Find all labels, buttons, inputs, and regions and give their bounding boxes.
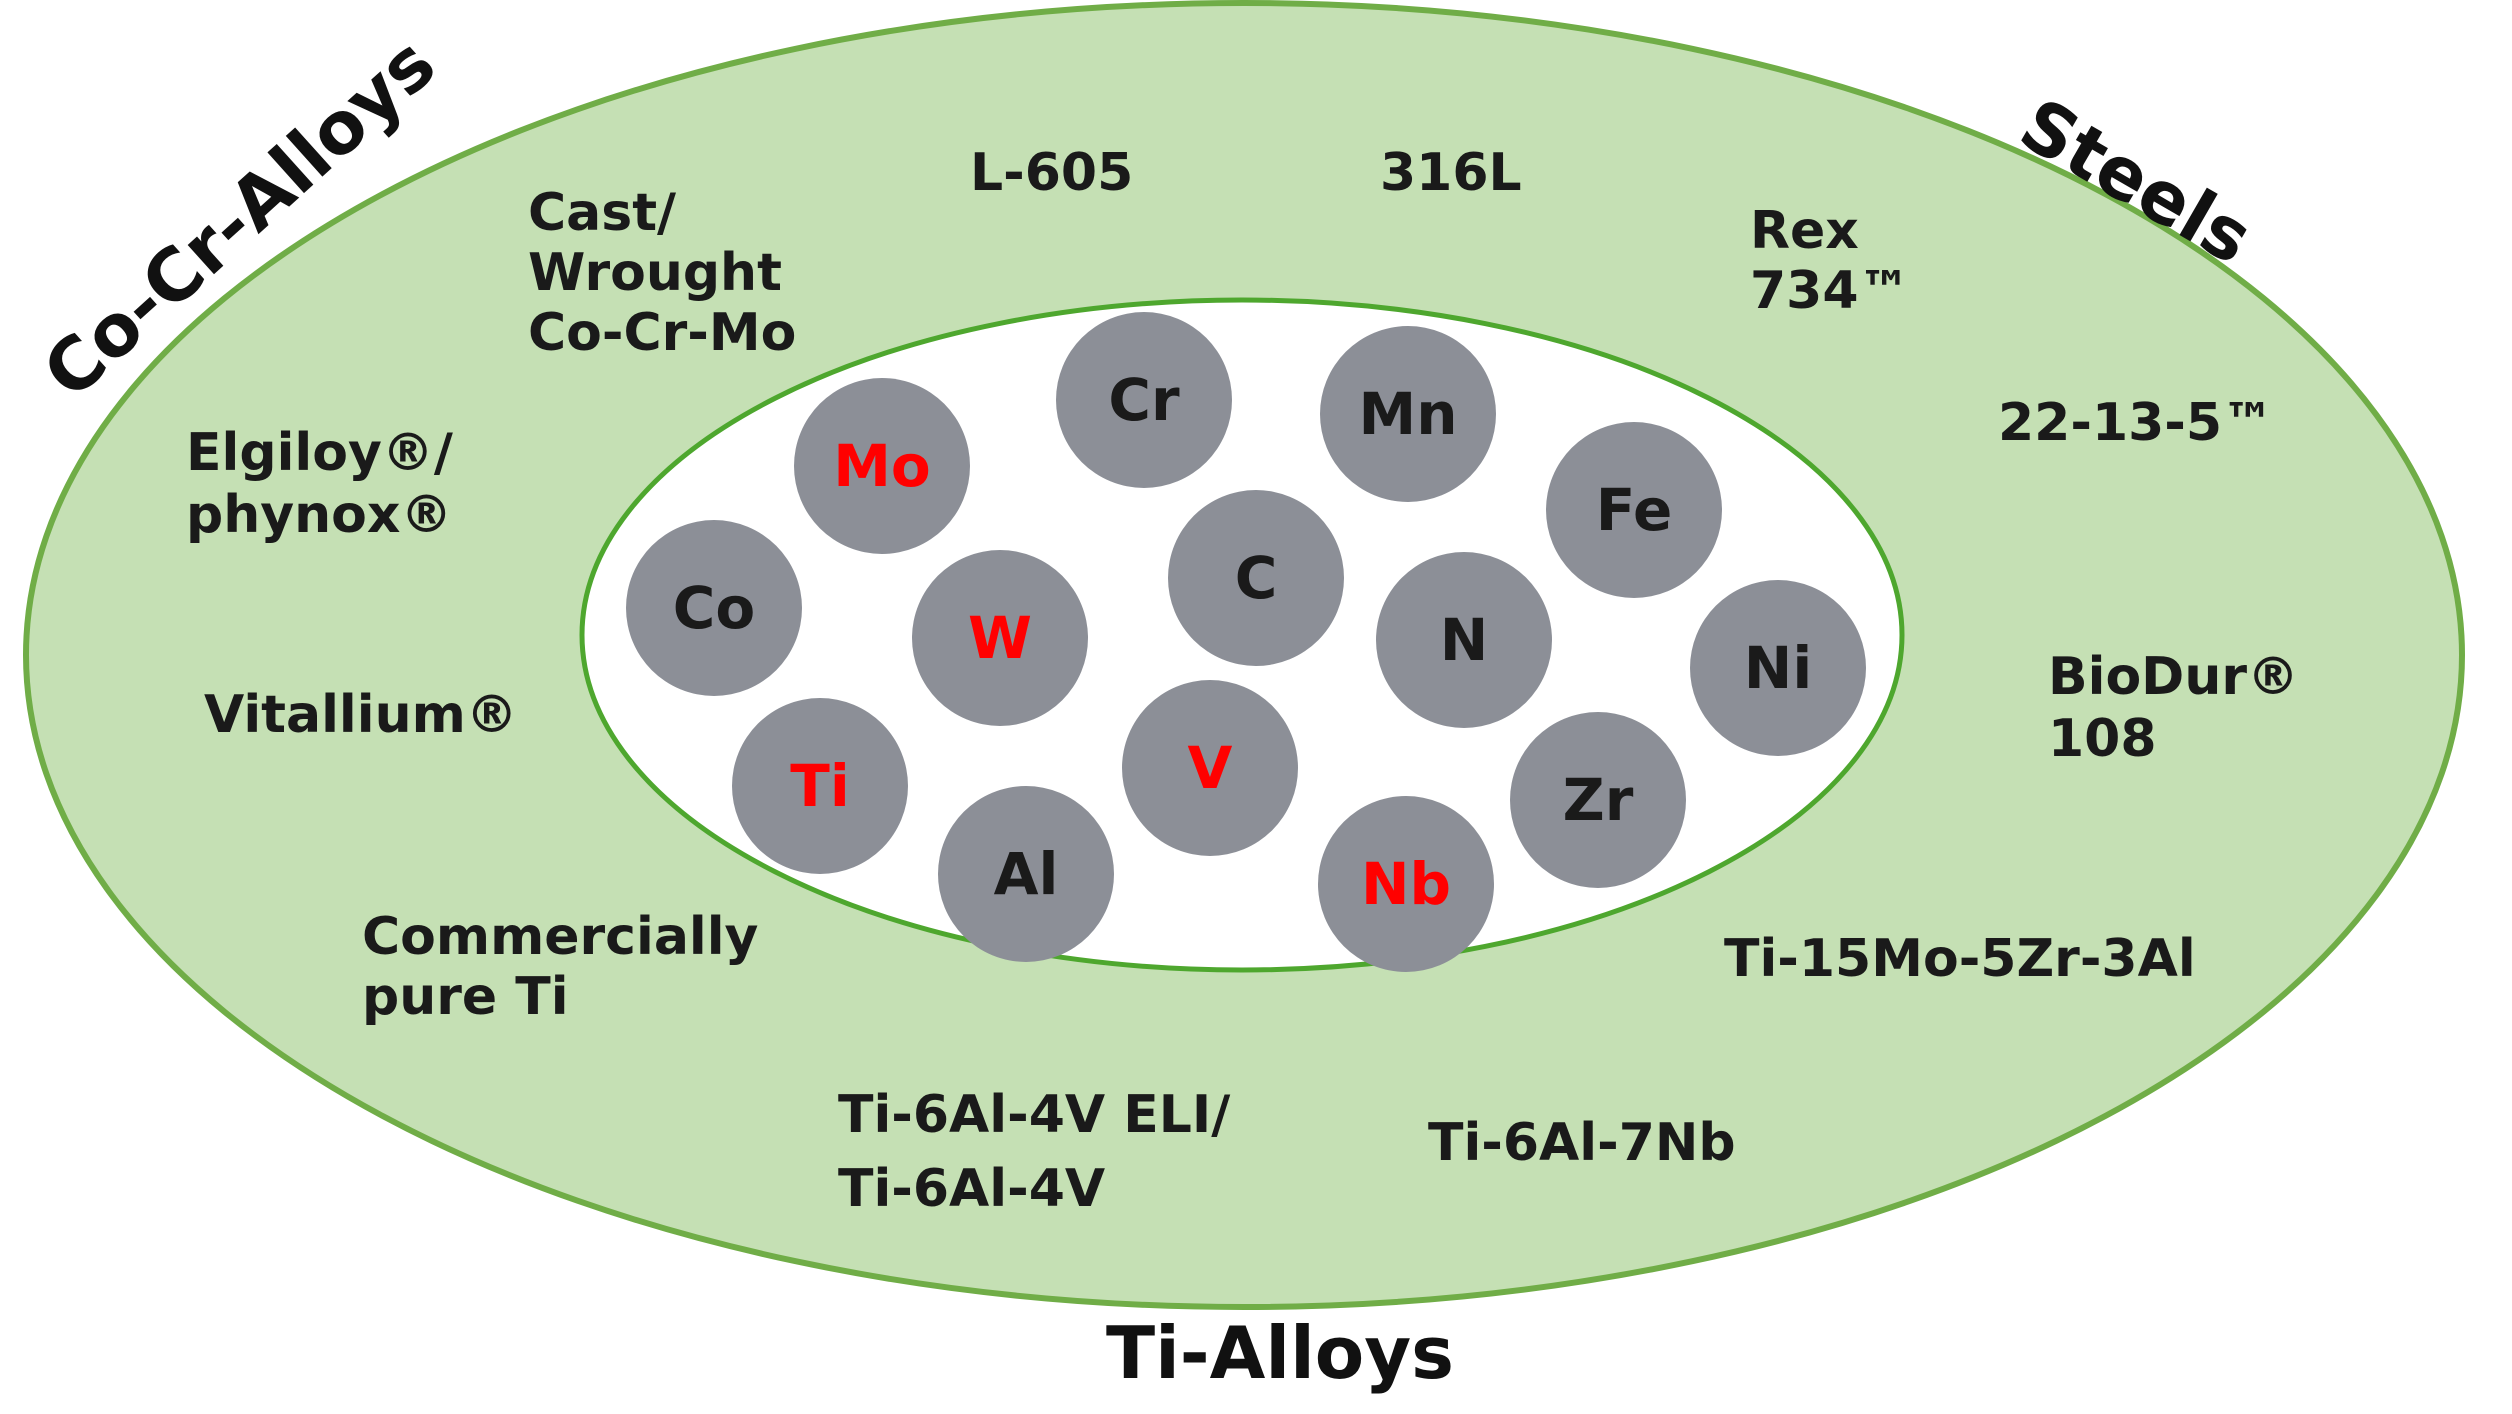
alloy-biodur-line-2: 108 <box>2048 709 2157 769</box>
element-zr: Zr <box>1510 712 1686 888</box>
alloy-elgiloy-line-2: phynox® <box>186 485 452 545</box>
alloy-22-13-5: 22-13-5™ <box>1998 393 2274 453</box>
element-nb: Nb <box>1318 796 1494 972</box>
element-w-circle <box>912 550 1088 726</box>
element-ni-label: Ni <box>1744 634 1812 702</box>
alloy-elgiloy-phynox: Elgiloy®/ phynox® <box>186 423 471 545</box>
element-mo: Mo <box>794 378 970 554</box>
element-mo-label: Mo <box>833 432 931 500</box>
element-v-circle <box>1122 680 1298 856</box>
element-ti-label: Ti <box>790 752 849 820</box>
element-w: W <box>912 550 1088 726</box>
element-mn-circle <box>1320 326 1496 502</box>
element-al: Al <box>938 786 1114 962</box>
alloy-biodur-108: BioDur® 108 <box>2048 647 2317 769</box>
element-c-circle <box>1168 490 1344 666</box>
alloy-cast-wrought-line-1: Cast/ <box>528 183 676 243</box>
element-al-label: Al <box>994 840 1059 908</box>
alloy-ti-6al-7nb: Ti-6Al-7Nb <box>1428 1113 1736 1173</box>
element-cr-label: Cr <box>1108 366 1180 434</box>
alloy-cast-wrought-co-cr-mo: Cast/ Wrought Co-Cr-Mo <box>528 183 800 363</box>
element-mn: Mn <box>1320 326 1496 502</box>
element-ni: Ni <box>1690 580 1866 756</box>
element-ti-circle <box>732 698 908 874</box>
element-mn-label: Mn <box>1358 380 1457 448</box>
element-al-circle <box>938 786 1114 962</box>
alloy-vitallium: Vitallium® <box>204 685 518 745</box>
element-v-label: V <box>1188 734 1233 802</box>
alloy-biodur-line-1: BioDur® <box>2048 647 2299 707</box>
element-ni-circle <box>1690 580 1866 756</box>
alloy-l605: L-605 <box>970 143 1133 203</box>
element-n-label: N <box>1440 606 1489 674</box>
alloy-commercially-pure-ti: Commercially pure Ti <box>362 907 777 1027</box>
element-co: Co <box>626 520 802 696</box>
element-nb-circle <box>1318 796 1494 972</box>
alloy-cp-ti-line-2: pure Ti <box>362 967 569 1027</box>
element-co-circle <box>626 520 802 696</box>
element-co-label: Co <box>673 574 755 642</box>
alloy-ti-6al-4v: Ti-6Al-4V ELI/ Ti-6Al-4V <box>838 1085 1248 1219</box>
element-fe: Fe <box>1546 422 1722 598</box>
element-ti: Ti <box>732 698 908 874</box>
element-v: V <box>1122 680 1298 856</box>
alloy-rex-line-2: 734™ <box>1750 261 1911 321</box>
element-c: C <box>1168 490 1344 666</box>
element-fe-circle <box>1546 422 1722 598</box>
alloy-cp-ti-line-1: Commercially <box>362 907 758 967</box>
element-cr: Cr <box>1056 312 1232 488</box>
element-c-label: C <box>1235 544 1278 612</box>
alloy-rex-734: Rex 734™ <box>1750 201 1911 321</box>
element-zr-label: Zr <box>1563 766 1634 834</box>
ti-alloys-label: Ti-Alloys <box>1106 1311 1454 1395</box>
element-zr-circle <box>1510 712 1686 888</box>
alloy-elgiloy-line-1: Elgiloy®/ <box>186 423 453 483</box>
element-cr-circle <box>1056 312 1232 488</box>
alloy-cast-wrought-line-3: Co-Cr-Mo <box>528 303 796 363</box>
element-n: N <box>1376 552 1552 728</box>
element-n-circle <box>1376 552 1552 728</box>
element-mo-circle <box>794 378 970 554</box>
alloy-cast-wrought-line-2: Wrought <box>528 243 782 303</box>
alloy-ti-15mo-5zr-3al: Ti-15Mo-5Zr-3Al <box>1724 929 2196 989</box>
element-nb-label: Nb <box>1361 850 1451 918</box>
alloy-316l: 316L <box>1380 143 1522 203</box>
alloy-ti6al4v-line-2: Ti-6Al-4V <box>838 1159 1105 1219</box>
alloy-ti6al4v-line-1: Ti-6Al-4V ELI/ <box>838 1085 1230 1145</box>
element-w-label: W <box>968 604 1032 672</box>
element-fe-label: Fe <box>1596 476 1673 544</box>
alloy-rex-line-1: Rex <box>1750 201 1859 261</box>
